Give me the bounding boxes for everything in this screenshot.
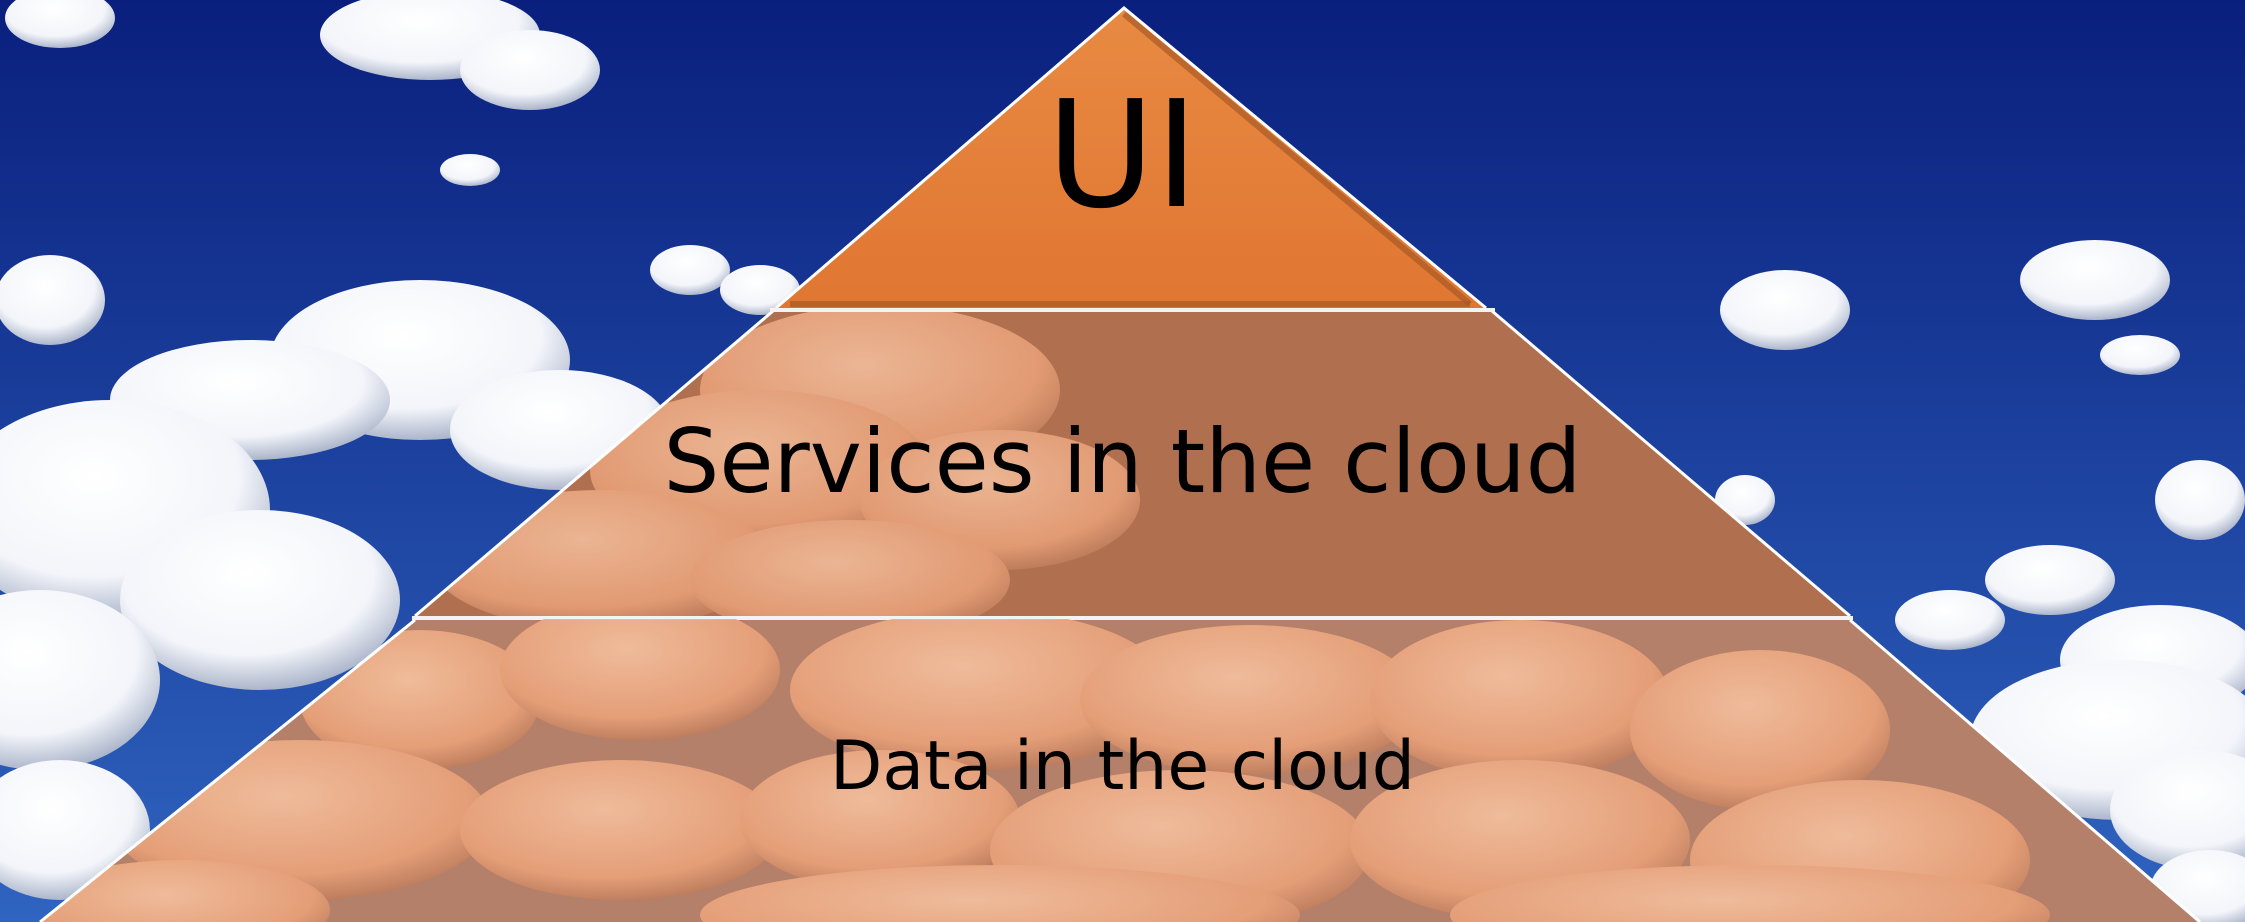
layer-middle-label: Services in the cloud bbox=[663, 410, 1582, 513]
layer-bottom-label: Data in the cloud bbox=[830, 727, 1415, 806]
layer-top-shape bbox=[776, 8, 1486, 308]
layer-top-label: UI bbox=[1046, 69, 1199, 241]
layer-bottom-shape bbox=[39, 618, 2201, 922]
layer-middle-shape bbox=[414, 309, 1851, 618]
